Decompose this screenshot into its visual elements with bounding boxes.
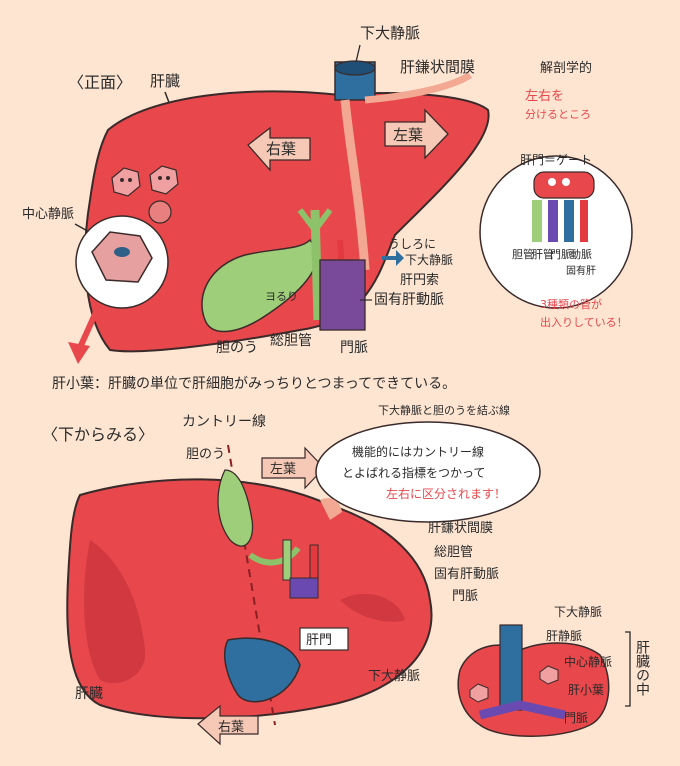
bubble-line-2: とよばれる指標をつかって: [342, 465, 485, 480]
common-bile-duct-label: 総胆管: [270, 333, 312, 349]
hilum-title: 肝門＝ゲート: [520, 153, 592, 167]
explanation-bubble: [315, 421, 541, 523]
front-heading: 〈正面〉: [68, 73, 132, 92]
bottom-organ-label: 肝臓: [75, 686, 103, 702]
hilum-hepatic-duct: 肝管: [532, 247, 554, 261]
bottom-common-bile-duct-label: 総胆管: [434, 545, 473, 560]
hilum-artery: 動脈: [570, 247, 592, 261]
bubble-line-3: 左右に区分されます！: [386, 486, 506, 501]
ivc-label: 下大静脈: [360, 24, 420, 42]
inside-bracket-label: 肝臓の中: [634, 640, 650, 696]
inside-lobule-label: 肝小葉: [568, 683, 604, 697]
hilum-label: 肝門: [306, 633, 332, 648]
portal-vein-label: 門脈: [340, 340, 368, 356]
hepatocyte-cells: [111, 165, 179, 224]
central-vein-dot: [114, 247, 130, 257]
lobule-caption: 肝小葉：肝臓の単位で肝細胞がみっちりとつまってできている。: [52, 376, 456, 392]
svg-text:左葉: 左葉: [270, 462, 296, 477]
anatomical-note-2: 左右を: [525, 89, 564, 104]
hilum-note-2: 出入りしている！: [540, 315, 628, 329]
inside-portal-vein: [478, 700, 566, 720]
hilum-portal-vein: 門脈: [550, 247, 572, 261]
behind-label-1: うしろに: [388, 237, 436, 251]
liver-bottom: [66, 478, 433, 720]
inside-hepatic-vein-label: 肝静脈: [546, 629, 582, 643]
ivc-gb-note: 下大静脈と胆のうを結ぶ線: [378, 403, 510, 417]
bottom-falciform-label: 肝鎌状間膜: [428, 521, 493, 536]
bottom-gallbladder: [217, 469, 254, 547]
bottom-right-lobe-arrow: 右葉: [197, 704, 259, 746]
anatomical-note-3: 分けるところ: [525, 108, 591, 121]
bottom-heading: 〈下からみる〉: [42, 425, 154, 444]
cantlie-line-label: カントリー線: [182, 414, 266, 430]
hilum-fixed: 固有肝: [566, 264, 596, 277]
inside-central-vein-label: 中心静脈: [564, 654, 612, 669]
storage-note: ヨるり: [265, 290, 298, 303]
portal-vein-front: [319, 259, 366, 331]
inside-ivc: [499, 624, 523, 711]
falciform-label: 肝鎌状間膜: [400, 58, 475, 76]
hilum-note-1: 3種類の管が: [540, 297, 602, 311]
bottom-left-lobe-arrow: 左葉: [261, 446, 325, 490]
bottom-ivc-label: 下大静脈: [368, 669, 420, 684]
right-lobe-arrow: 右葉: [247, 126, 311, 172]
hilum-bile-duct: 胆管: [512, 247, 534, 261]
falciform-ligament: [340, 99, 370, 271]
bubble-line-1: 機能的にはカントリー線: [352, 444, 484, 459]
anatomical-note-1: 解剖学的: [540, 60, 592, 76]
bottom-gallbladder-label: 胆のう: [186, 447, 225, 462]
round-ligament-label: 肝円索: [400, 273, 439, 288]
svg-text:右葉: 右葉: [218, 720, 244, 735]
bottom-ivc: [224, 637, 301, 703]
gallbladder-label: 胆のう: [216, 340, 258, 356]
proper-hepatic-artery-label: 固有肝動脈: [374, 292, 444, 308]
svg-text:左葉: 左葉: [393, 126, 423, 144]
behind-label-2: 下大静脈: [405, 253, 453, 267]
bottom-proper-hepatic-artery-label: 固有肝動脈: [434, 567, 499, 582]
svg-text:右葉: 右葉: [266, 140, 296, 158]
central-vein-label: 中心静脈: [22, 207, 74, 222]
inside-portal-vein-label: 門脈: [564, 711, 588, 725]
front-organ-label: 肝臓: [150, 72, 180, 90]
inside-ivc-label: 下大静脈: [554, 605, 602, 619]
bottom-portal-vein-label: 門脈: [452, 589, 478, 604]
left-lobe-arrow: 左葉: [384, 108, 449, 160]
